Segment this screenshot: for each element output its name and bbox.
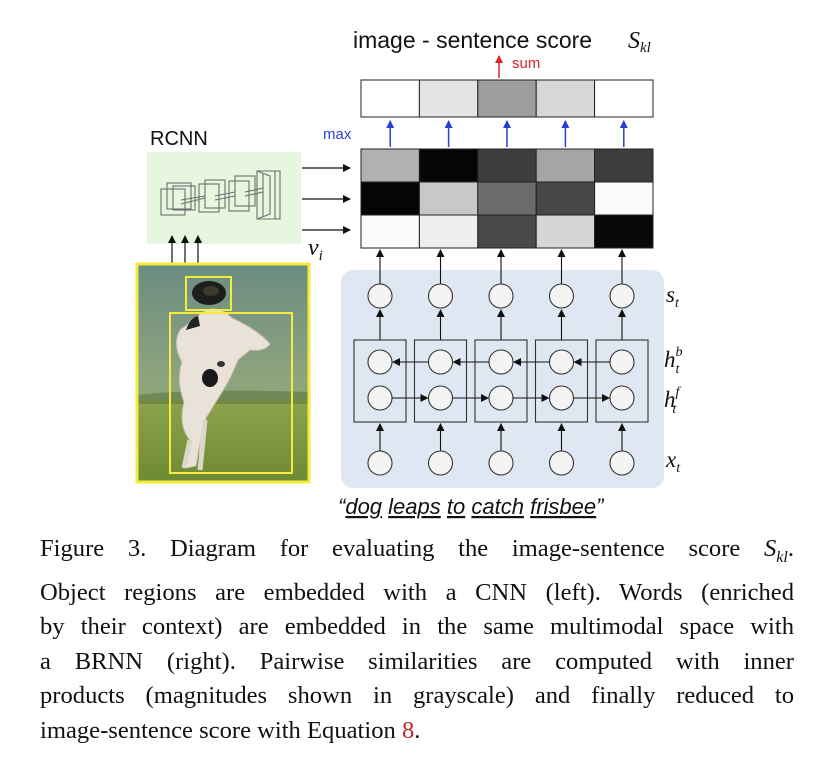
score-cell-5 xyxy=(594,79,654,118)
word-catch: catch xyxy=(471,494,524,519)
node-x xyxy=(427,450,454,476)
caption-line-4: a BRNN (right). Pairwise similarities ar… xyxy=(40,647,794,675)
label-x-t: xt xyxy=(665,447,681,476)
similarity-cell xyxy=(594,148,654,183)
score-title: image - sentence score xyxy=(353,27,592,53)
similarity-cell xyxy=(535,214,596,249)
similarity-cell xyxy=(477,181,537,216)
similarity-cell xyxy=(360,181,420,216)
rcnn-label: RCNN xyxy=(150,128,208,150)
similarity-cell xyxy=(477,148,537,183)
node-h-f xyxy=(609,385,635,411)
cnn-icon xyxy=(160,170,281,220)
node-h-b xyxy=(427,349,454,375)
figure-diagram: image - sentence score Skl sum max RCNN xyxy=(135,27,683,519)
similarity-cell xyxy=(535,148,596,183)
bbox-whole-image xyxy=(135,262,311,484)
node-x xyxy=(367,450,393,476)
node-s xyxy=(548,283,575,309)
caption-line-6: image-sentence score with Equation 8. xyxy=(40,716,421,744)
similarity-cell xyxy=(535,181,596,216)
node-x xyxy=(548,450,575,476)
node-s xyxy=(367,283,393,309)
similarity-cell xyxy=(360,214,420,249)
equation-ref-link[interactable]: 8 xyxy=(401,716,415,744)
caption-line-1: Figure 3. Diagram for evaluating the ima… xyxy=(40,535,794,566)
score-cell-1 xyxy=(360,79,420,118)
node-h-b xyxy=(609,349,635,375)
caption-line-5: products (magnitudes shown in grayscale)… xyxy=(40,682,794,710)
brnn-network xyxy=(353,249,649,476)
similarity-cell xyxy=(594,214,654,249)
word-frisbee: frisbee xyxy=(530,494,596,519)
input-sentence: “dog leaps to catch frisbee” xyxy=(338,494,605,519)
similarity-cell xyxy=(418,214,479,249)
caption-line-2: Object regions are embedded with a CNN (… xyxy=(40,578,794,606)
brnn-panel xyxy=(341,270,664,488)
region-vector-label: vi xyxy=(308,235,323,264)
node-x xyxy=(609,450,635,476)
score-symbol: Skl xyxy=(628,28,651,56)
node-s xyxy=(427,283,454,309)
score-cell-2 xyxy=(418,79,479,118)
max-arrows xyxy=(386,120,628,147)
node-s xyxy=(488,283,514,309)
node-h-f xyxy=(367,385,393,411)
node-x xyxy=(488,450,514,476)
similarity-cell xyxy=(418,148,479,183)
label-s-t: st xyxy=(666,282,680,311)
caption-line-3: by their context) are embedded in the sa… xyxy=(40,613,794,641)
bbox-frisbee xyxy=(185,276,232,311)
sum-label: sum xyxy=(512,55,540,72)
node-h-f xyxy=(548,385,575,411)
similarity-cell xyxy=(360,148,420,183)
score-cell-3 xyxy=(477,79,537,118)
node-h-b xyxy=(548,349,575,375)
word-dog: dog xyxy=(345,494,382,519)
similarity-cell xyxy=(477,214,537,249)
node-h-f xyxy=(488,385,514,411)
score-cell-4 xyxy=(535,79,596,118)
node-h-f xyxy=(427,385,454,411)
bbox-dog xyxy=(169,312,293,474)
dog-photo xyxy=(135,262,311,484)
node-h-b xyxy=(488,349,514,375)
score-row xyxy=(360,79,654,118)
similarity-cell xyxy=(418,181,479,216)
similarity-cell xyxy=(594,181,654,216)
word-to: to xyxy=(447,494,465,519)
node-s xyxy=(609,283,635,309)
word-leaps: leaps xyxy=(388,494,441,519)
similarity-grid xyxy=(360,148,654,249)
max-label: max xyxy=(323,126,352,143)
figure-caption: Figure 3. Diagram for evaluating the ima… xyxy=(40,532,794,748)
node-h-b xyxy=(367,349,393,375)
